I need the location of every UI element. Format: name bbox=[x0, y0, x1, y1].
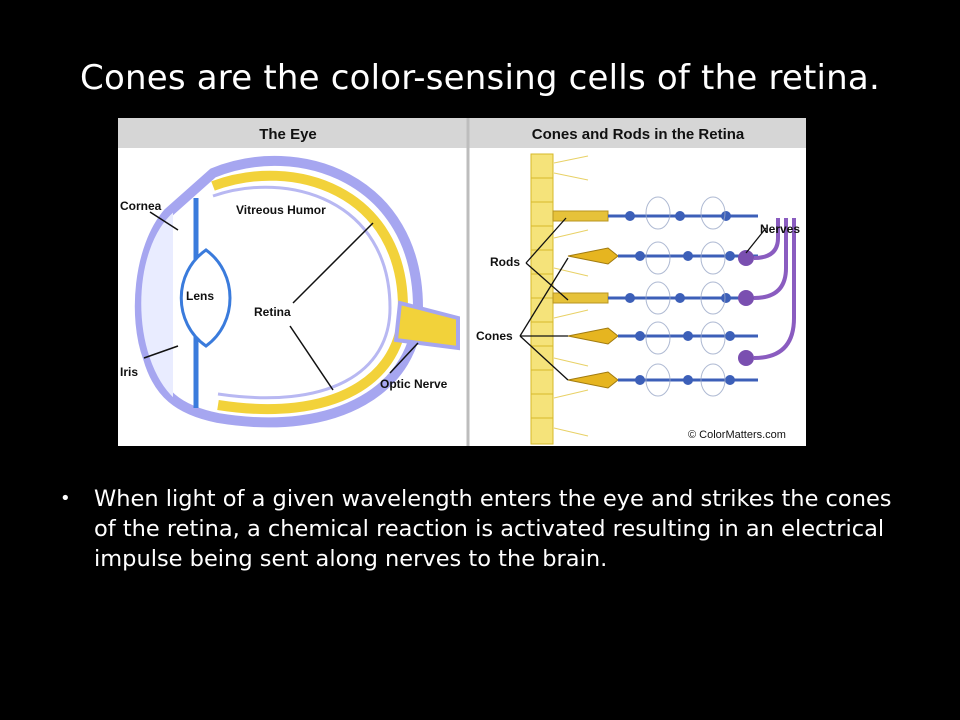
pointer-iris bbox=[143, 345, 179, 359]
label-optic-nerve: Optic Nerve bbox=[380, 377, 448, 391]
label-iris: Iris bbox=[120, 365, 138, 379]
pointer-cornea bbox=[149, 211, 179, 231]
pointer-retina-upper bbox=[292, 222, 374, 304]
lens bbox=[179, 248, 232, 348]
bullet-marker: • bbox=[60, 488, 71, 509]
optic-nerve bbox=[393, 300, 460, 351]
eye-illustration: Cornea Vitreous Humor Lens Retina Iris O… bbox=[120, 156, 460, 428]
ganglion-cells bbox=[738, 250, 754, 366]
label-cones: Cones bbox=[476, 329, 513, 343]
image-credit: © ColorMatters.com bbox=[688, 429, 786, 441]
bullet-text: When light of a given wavelength enters … bbox=[94, 486, 892, 572]
label-nerves: Nerves bbox=[760, 222, 800, 236]
retina-cells-illustration: Rods Cones Nerves © ColorMatters.com bbox=[476, 153, 800, 445]
slide-title: Cones are the color-sensing cells of the… bbox=[80, 58, 880, 98]
label-lens: Lens bbox=[186, 289, 214, 303]
bullet-item: • When light of a given wavelength enter… bbox=[60, 484, 920, 574]
label-rods: Rods bbox=[490, 255, 520, 269]
rod-cell-top bbox=[552, 210, 758, 222]
pointer-optic-nerve bbox=[389, 342, 419, 374]
choroid-line bbox=[212, 185, 392, 400]
pigment-epithelium bbox=[530, 153, 554, 445]
rod-cell-middle bbox=[552, 292, 758, 304]
eye-retina-diagram: The Eye Cones and Rods in the Retina bbox=[118, 118, 806, 446]
cornea bbox=[137, 208, 175, 402]
right-pointers bbox=[519, 217, 767, 381]
pointer-retina-lower bbox=[289, 325, 334, 391]
panel-header-bar bbox=[118, 118, 806, 148]
label-cornea: Cornea bbox=[120, 199, 162, 213]
bullet-list: • When light of a given wavelength enter… bbox=[60, 484, 920, 574]
bipolar-cells bbox=[645, 196, 726, 397]
left-panel-title: The Eye bbox=[259, 126, 317, 143]
right-panel-title: Cones and Rods in the Retina bbox=[532, 126, 745, 143]
cone-cell-1 bbox=[567, 247, 758, 265]
label-retina: Retina bbox=[254, 305, 291, 319]
label-vitreous-humor: Vitreous Humor bbox=[236, 203, 326, 217]
cone-cell-2 bbox=[567, 327, 758, 345]
cone-cell-3 bbox=[567, 371, 758, 389]
nerve-fibers bbox=[753, 218, 796, 360]
